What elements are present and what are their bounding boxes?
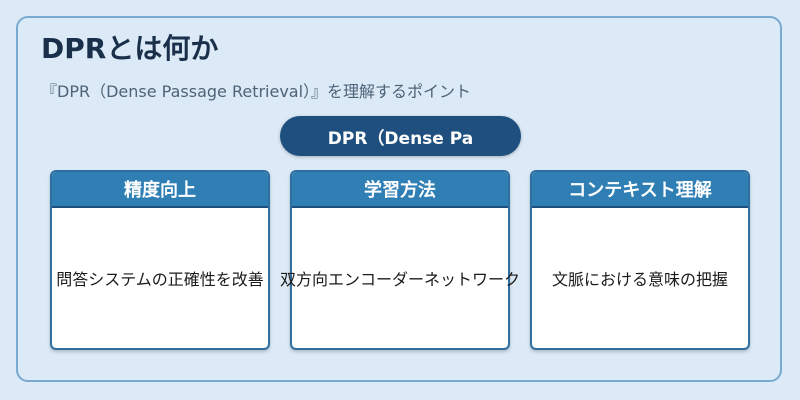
card-body: 双方向エンコーダーネットワーク bbox=[280, 208, 520, 348]
card-heading: コンテキスト理解 bbox=[532, 172, 748, 208]
card-context: コンテキスト理解 文脈における意味の把握 bbox=[530, 170, 750, 350]
page-title: DPRとは何か bbox=[41, 32, 219, 65]
card-body: 問答システムの正確性を改善 bbox=[52, 208, 268, 348]
card-body-text: 文脈における意味の把握 bbox=[551, 270, 728, 289]
page-subtitle: 『DPR（Dense Passage Retrieval）』を理解するポイント bbox=[41, 82, 472, 101]
card-precision: 精度向上 問答システムの正確性を改善 bbox=[50, 170, 270, 350]
card-body: 文脈における意味の把握 bbox=[532, 208, 748, 348]
center-concept-label: DPR（Dense Pa bbox=[327, 128, 474, 149]
card-learning: 学習方法 双方向エンコーダーネットワーク bbox=[280, 170, 520, 350]
card-heading: 精度向上 bbox=[52, 172, 268, 208]
card-body-text: 問答システムの正確性を改善 bbox=[56, 270, 264, 289]
card-body-text: 双方向エンコーダーネットワーク bbox=[280, 270, 521, 289]
center-concept-pill: DPR（Dense Pa bbox=[280, 116, 521, 156]
card-heading: 学習方法 bbox=[292, 172, 508, 208]
